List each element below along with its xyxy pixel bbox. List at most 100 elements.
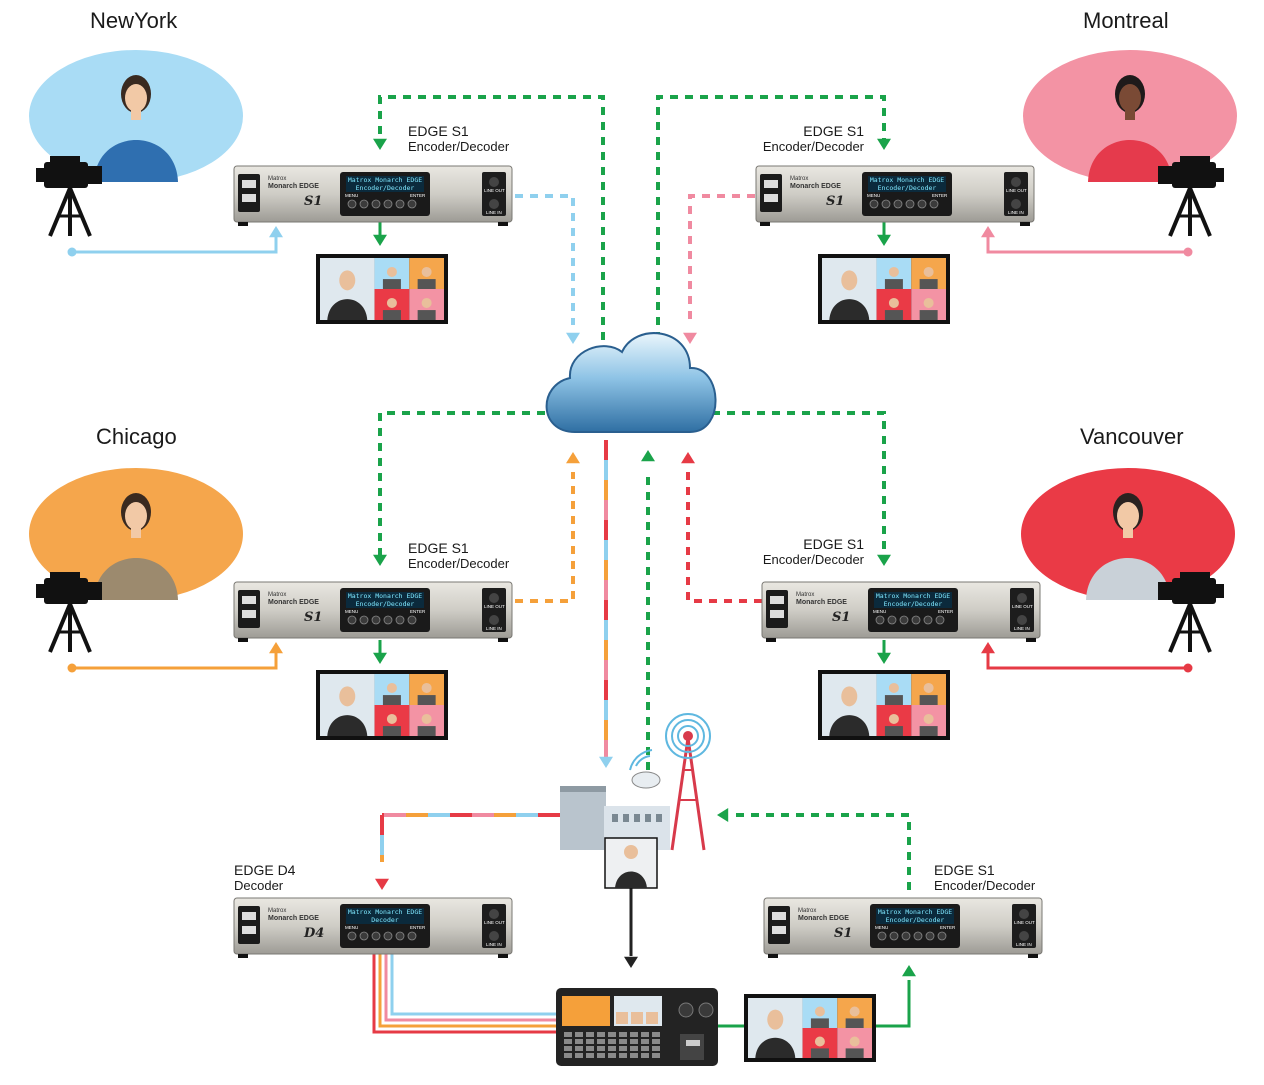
- line-in-label: LINE IN: [486, 626, 502, 631]
- device-label-s1b: EDGE S1 Encoder/Decoder: [934, 862, 1035, 894]
- link-cloud-ny: [378, 95, 605, 340]
- arrow-head: [624, 956, 638, 968]
- arrow-head: [373, 652, 387, 664]
- city-label-newyork: NewYork: [90, 8, 178, 33]
- line-in-label: LINE IN: [1016, 942, 1032, 947]
- link-cam-van: [986, 652, 1188, 670]
- camera-icon: [1158, 572, 1224, 653]
- device-s1b: [763, 897, 1043, 958]
- enter-label: ENTER: [410, 609, 426, 614]
- device-role: Encoder/Decoder: [934, 878, 1036, 893]
- device-model: D4: [304, 926, 325, 941]
- arrow-head: [877, 234, 891, 246]
- device-model: S1: [304, 194, 323, 209]
- arrow-head: [375, 878, 389, 890]
- arrow-head: [373, 138, 387, 150]
- brand-product: Monarch EDGE: [790, 183, 841, 190]
- arrow-head: [641, 450, 655, 462]
- link-cam-mtl: [986, 236, 1188, 254]
- arrow-head: [877, 138, 891, 150]
- brand-line: Matrox: [268, 908, 287, 914]
- presenter-newyork: [29, 50, 243, 182]
- monitor-icon: [316, 670, 448, 740]
- brand-line: Matrox: [798, 908, 817, 914]
- line-out-label: LINE OUT: [1006, 188, 1027, 193]
- link-cloud-mtl: [656, 95, 886, 340]
- device-role: Encoder/Decoder: [762, 552, 864, 567]
- device-van: [761, 581, 1041, 642]
- line-out-label: LINE OUT: [484, 920, 505, 925]
- connection-dot: [67, 247, 77, 257]
- link-cloud-chi: [378, 411, 560, 558]
- brand-line: Matrox: [790, 176, 809, 182]
- link-d4-switcher: [372, 953, 556, 1034]
- enter-label: ENTER: [410, 193, 426, 198]
- link-d4-switcher: [378, 953, 556, 1028]
- arrow-head: [902, 965, 916, 977]
- monitor-icon: [818, 670, 950, 740]
- diagram-nodes: [29, 50, 1237, 1066]
- broadcast-station-icon: [560, 713, 711, 889]
- brand-product: Monarch EDGE: [798, 915, 849, 922]
- link-cam-ny: [72, 236, 278, 254]
- device-ny: [233, 165, 513, 226]
- brand-product: Monarch EDGE: [268, 599, 319, 606]
- line-in-label: LINE IN: [1014, 626, 1030, 631]
- monitor-icon: [316, 254, 448, 324]
- link-d4-switcher: [390, 953, 556, 1016]
- brand-product: Monarch EDGE: [796, 599, 847, 606]
- menu-label: MENU: [875, 925, 889, 930]
- device-model: S1: [834, 926, 853, 941]
- enter-label: ENTER: [940, 925, 956, 930]
- line-out-label: LINE OUT: [484, 604, 505, 609]
- device-model: S1: [304, 610, 323, 625]
- city-label-montreal: Montreal: [1083, 8, 1169, 33]
- camera-icon: [36, 572, 102, 653]
- arrow-head: [269, 226, 283, 238]
- arrow-head: [566, 332, 580, 344]
- connection-dot: [1183, 247, 1193, 257]
- enter-label: ENTER: [410, 925, 426, 930]
- line-out-label: LINE OUT: [484, 188, 505, 193]
- device-role: Decoder: [234, 878, 284, 893]
- city-label-vancouver: Vancouver: [1080, 424, 1184, 449]
- link-ny-cloud: [515, 194, 575, 325]
- line-in-label: LINE IN: [486, 210, 502, 215]
- device-label-mtl: EDGE S1 Encoder/Decoder: [758, 123, 864, 155]
- arrow-head: [717, 808, 729, 822]
- device-name: EDGE S1: [408, 540, 469, 556]
- link-monitor-s1b: [876, 980, 911, 1028]
- device-name: EDGE S1: [803, 536, 864, 552]
- line-in-label: LINE IN: [1008, 210, 1024, 215]
- monitor-icon: [744, 994, 876, 1062]
- enter-label: ENTER: [938, 609, 954, 614]
- link-cloud-van: [712, 411, 886, 558]
- device-d4: [233, 897, 513, 958]
- connection-dot: [1183, 663, 1193, 673]
- device-name: EDGE D4: [234, 862, 296, 878]
- device-role: Encoder/Decoder: [408, 556, 510, 571]
- menu-label: MENU: [345, 925, 359, 930]
- device-label-van: EDGE S1 Encoder/Decoder: [758, 536, 864, 568]
- camera-icon: [1158, 156, 1224, 237]
- link-d4-switcher: [384, 953, 556, 1022]
- menu-label: MENU: [345, 193, 359, 198]
- monitor-icon: [818, 254, 950, 324]
- device-label-ny: EDGE S1 Encoder/Decoder: [408, 123, 509, 155]
- arrow-head: [877, 652, 891, 664]
- link-van-cloud: [686, 472, 762, 603]
- device-label-d4: EDGE D4 Decoder: [234, 862, 295, 894]
- link-cam-chi: [72, 652, 278, 670]
- cloud-icon: [545, 332, 717, 433]
- brand-line: Matrox: [268, 176, 287, 182]
- brand-line: Matrox: [796, 592, 815, 598]
